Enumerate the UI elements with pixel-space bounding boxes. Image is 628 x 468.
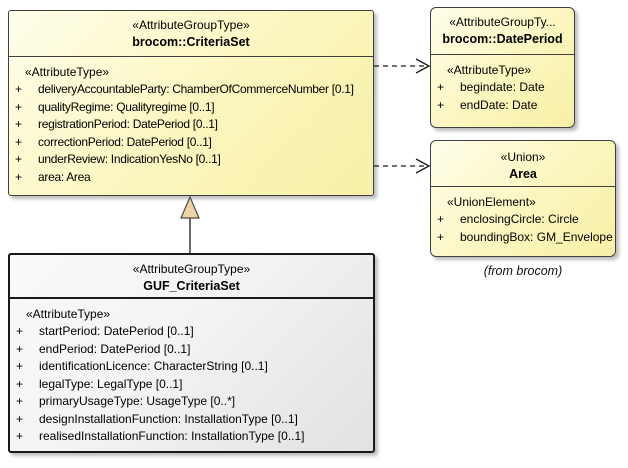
from-package-note: (from brocom) <box>483 264 563 278</box>
generalization-arrow-guf-to-criteriaset[interactable] <box>180 195 200 253</box>
dependency-arrow-criteriaset-to-area[interactable] <box>374 158 431 174</box>
attribute-text: legalType: LegalType [0..1] <box>39 376 183 391</box>
attributes-compartment: «AttributeType» + begindate: Date + endDat… <box>431 55 574 114</box>
visibility-marker: + <box>437 97 445 112</box>
attribute-text: boundingBox: GM_Envelope <box>460 229 613 244</box>
attribute-row: + realisedInstallationFunction: Installat… <box>10 428 373 446</box>
attribute-text: startPeriod: DatePeriod [0..1] <box>39 324 194 338</box>
class-header: «Union» Area <box>431 141 615 187</box>
attribute-row: + boundingBox: GM_Envelope <box>431 229 615 247</box>
visibility-marker: + <box>437 229 445 244</box>
visibility-marker: + <box>16 359 24 373</box>
attribute-text: enclosingCircle: Circle <box>460 212 579 226</box>
stereotype-label: «AttributeGroupType» <box>132 18 250 32</box>
attribute-row: + qualityRegime: Qualityregime [0..1] <box>9 99 373 117</box>
attribute-row: + enclosingCircle: Circle <box>431 211 615 229</box>
attribute-text: endPeriod: DatePeriod [0..1] <box>39 341 191 356</box>
attribute-row: + deliveryAccountableParty: ChamberOfComm… <box>9 81 373 99</box>
attribute-text: primaryUsageType: UsageType [0..*] <box>39 394 236 408</box>
class-name: GUF_CriteriaSet <box>143 279 240 293</box>
attribute-row: + underReview: IndicationYesNo [0..1] <box>9 151 373 169</box>
visibility-marker: + <box>15 134 22 149</box>
class-name: brocom::CriteriaSet <box>132 35 250 49</box>
visibility-marker: + <box>15 117 22 131</box>
attribute-row: + primaryUsageType: UsageType [0..*] <box>10 393 373 411</box>
attribute-text: realisedInstallationFunction: Installati… <box>39 429 305 443</box>
attributes-compartment: «UnionElement» +enclosingCircle: Circle … <box>431 187 615 246</box>
attribute-row: + identificationLicence: CharacterString … <box>10 358 373 376</box>
attribute-row: + endPeriod: DatePeriod [0..1] <box>10 341 373 359</box>
visibility-marker: + <box>15 82 22 96</box>
visibility-marker: + <box>437 80 445 94</box>
attributes-compartment: «AttributeType» + deliveryAccountablePart… <box>9 57 373 186</box>
visibility-marker: + <box>16 411 24 426</box>
attribute-row: + designInstallationFunction: Installatio… <box>10 411 373 429</box>
attribute-row: + legalType: LegalType [0..1] <box>10 376 373 394</box>
attribute-text: registrationPeriod: DatePeriod [0..1] <box>38 117 218 131</box>
compartment-label: «UnionElement» <box>447 195 536 209</box>
attribute-text: qualityRegime: Qualityregime [0..1] <box>38 99 215 114</box>
class-header: «AttributeGroupType» brocom::CriteriaSet <box>9 11 373 57</box>
class-header: «AttributeGroupTy... brocom::DatePeriod <box>431 8 574 55</box>
compartment-label: «AttributeType» <box>26 307 111 321</box>
attribute-text: begindate: Date <box>460 80 545 94</box>
stereotype-label: «Union» <box>500 150 546 164</box>
class-name: brocom::DatePeriod <box>442 32 563 46</box>
attribute-row: + begindate: Date <box>431 79 574 97</box>
visibility-marker: + <box>437 212 445 226</box>
class-box-area[interactable]: «Union» Area «UnionElement» + enclosingCi… <box>430 140 616 257</box>
attribute-row: + startPeriod: DatePeriod [0..1] <box>10 323 373 341</box>
attribute-row: + endDate: Date <box>431 97 574 115</box>
attribute-row: + correctionPeriod: DatePeriod [0..1] <box>9 134 373 152</box>
stereotype-label: «AttributeGroupType» <box>132 262 251 276</box>
class-box-guf-criteriaset[interactable]: «AttributeGroupType» GUF_CriteriaSet «At… <box>8 253 375 453</box>
visibility-marker: + <box>16 324 24 338</box>
visibility-marker: + <box>16 429 24 443</box>
visibility-marker: + <box>16 376 24 391</box>
attribute-text: endDate: Date <box>460 97 538 112</box>
class-header: «AttributeGroupType» GUF_CriteriaSet <box>10 255 373 299</box>
attribute-text: correctionPeriod: DatePeriod [0..1] <box>38 134 212 149</box>
dependency-arrow-criteriaset-to-dateperiod[interactable] <box>374 58 431 74</box>
attribute-text: deliveryAccountableParty: ChamberOfComme… <box>38 82 354 96</box>
visibility-marker: + <box>15 169 22 184</box>
visibility-marker: + <box>15 152 22 166</box>
class-name: Area <box>509 167 537 181</box>
class-box-dateperiod[interactable]: «AttributeGroupTy... brocom::DatePeriod … <box>430 7 575 128</box>
attribute-text: area: Area <box>38 169 91 184</box>
compartment-label: «AttributeType» <box>25 65 110 79</box>
visibility-marker: + <box>16 341 24 356</box>
visibility-marker: + <box>16 394 24 408</box>
attribute-row: + registrationPeriod: DatePeriod [0..1] <box>9 116 373 134</box>
visibility-marker: + <box>15 99 22 114</box>
class-box-criteriaset[interactable]: «AttributeGroupType» brocom::CriteriaSet… <box>8 10 374 196</box>
attribute-row: + area: Area <box>9 169 373 187</box>
attribute-text: designInstallationFunction: Installation… <box>39 411 298 426</box>
attribute-text: underReview: IndicationYesNo [0..1] <box>38 152 221 166</box>
attributes-compartment: «AttributeType» + startPeriod: DatePeriod… <box>10 299 373 446</box>
stereotype-label: «AttributeGroupTy... <box>449 15 556 29</box>
attribute-text: identificationLicence: CharacterString [… <box>39 359 268 373</box>
compartment-label: «AttributeType» <box>447 63 532 77</box>
